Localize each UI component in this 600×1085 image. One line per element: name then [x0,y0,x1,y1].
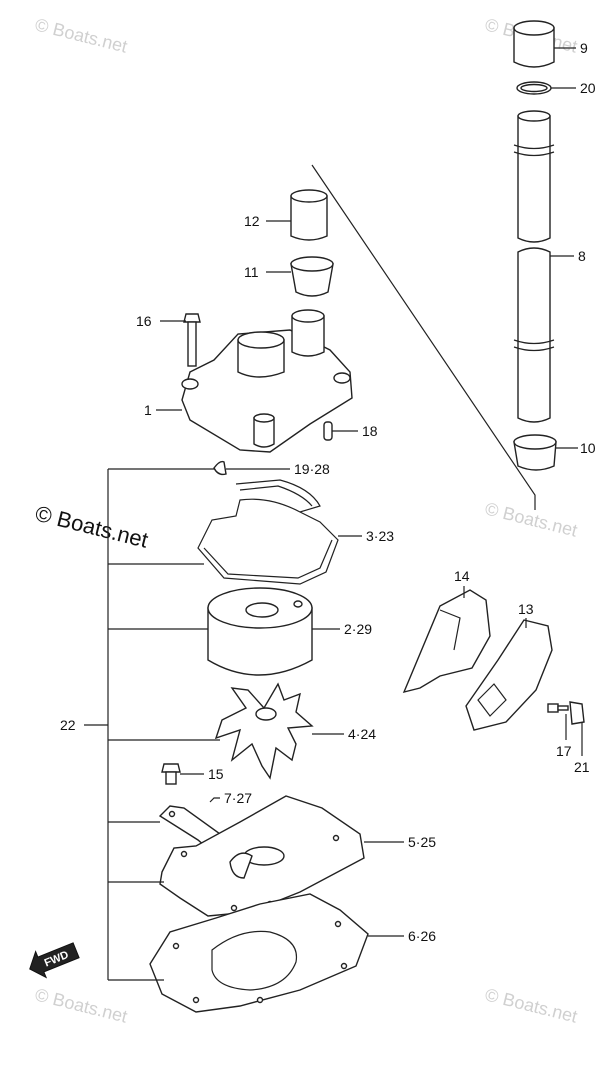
part-8-shaft-tube [513,110,555,423]
callout-18: 18 [362,423,378,439]
part-12-sleeve [290,189,328,241]
callout-labels: 9 20 8 10 12 11 16 1 18 19·28 3·23 2·29 … [60,40,596,944]
fwd-arrow-icon: FWD [29,942,80,979]
part-14-cover-seal [402,589,491,694]
leader-lines [84,47,583,981]
callout-3-23: 3·23 [366,528,394,544]
watermark-bottom-left: © Boats.net [33,984,129,1026]
watermark-mid-right: © Boats.net [483,498,579,540]
callout-14: 14 [454,568,470,584]
callout-15: 15 [208,766,224,782]
watermark-top-left: © Boats.net [33,14,129,56]
watermark-center: © Boats.net [33,501,151,553]
callout-1: 1 [144,402,152,418]
part-16-bolt [183,313,201,367]
callout-20: 20 [580,80,596,96]
part-17-screw [547,703,569,713]
part-19-key [213,460,227,476]
part-13-cover [465,619,553,731]
callout-19-28: 19·28 [294,461,330,477]
callout-4-24: 4·24 [348,726,376,742]
watermark-bottom-right: © Boats.net [483,984,579,1026]
divider-line [311,164,536,510]
callout-5-25: 5·25 [408,834,436,850]
part-10-bushing [513,434,557,471]
callout-2-29: 2·29 [344,621,372,637]
callout-11: 11 [244,264,259,280]
callout-17: 17 [556,743,572,759]
part-18-dowel-pin [323,421,333,441]
callout-6-26: 6·26 [408,928,436,944]
callout-21: 21 [574,759,590,775]
callout-7-27: 7·27 [224,790,252,806]
part-15-bolt [161,763,181,785]
callout-9: 9 [580,40,588,56]
part-5-plate [159,795,365,917]
part-6-gasket [149,893,369,1013]
part-20-oring [516,81,552,95]
callout-8: 8 [578,248,586,264]
part-1-pump-case [181,309,353,453]
part-3-gasket-ring [197,479,339,585]
part-21-clip [569,701,585,725]
callout-16: 16 [136,313,152,329]
part-9-bushing [513,20,555,68]
part-11-seal [290,256,334,297]
callout-12: 12 [244,213,260,229]
part-2-pump-liner [207,587,313,676]
part-4-impeller [214,682,314,780]
callout-10: 10 [580,440,596,456]
callout-22: 22 [60,717,76,733]
callout-13: 13 [518,601,534,617]
